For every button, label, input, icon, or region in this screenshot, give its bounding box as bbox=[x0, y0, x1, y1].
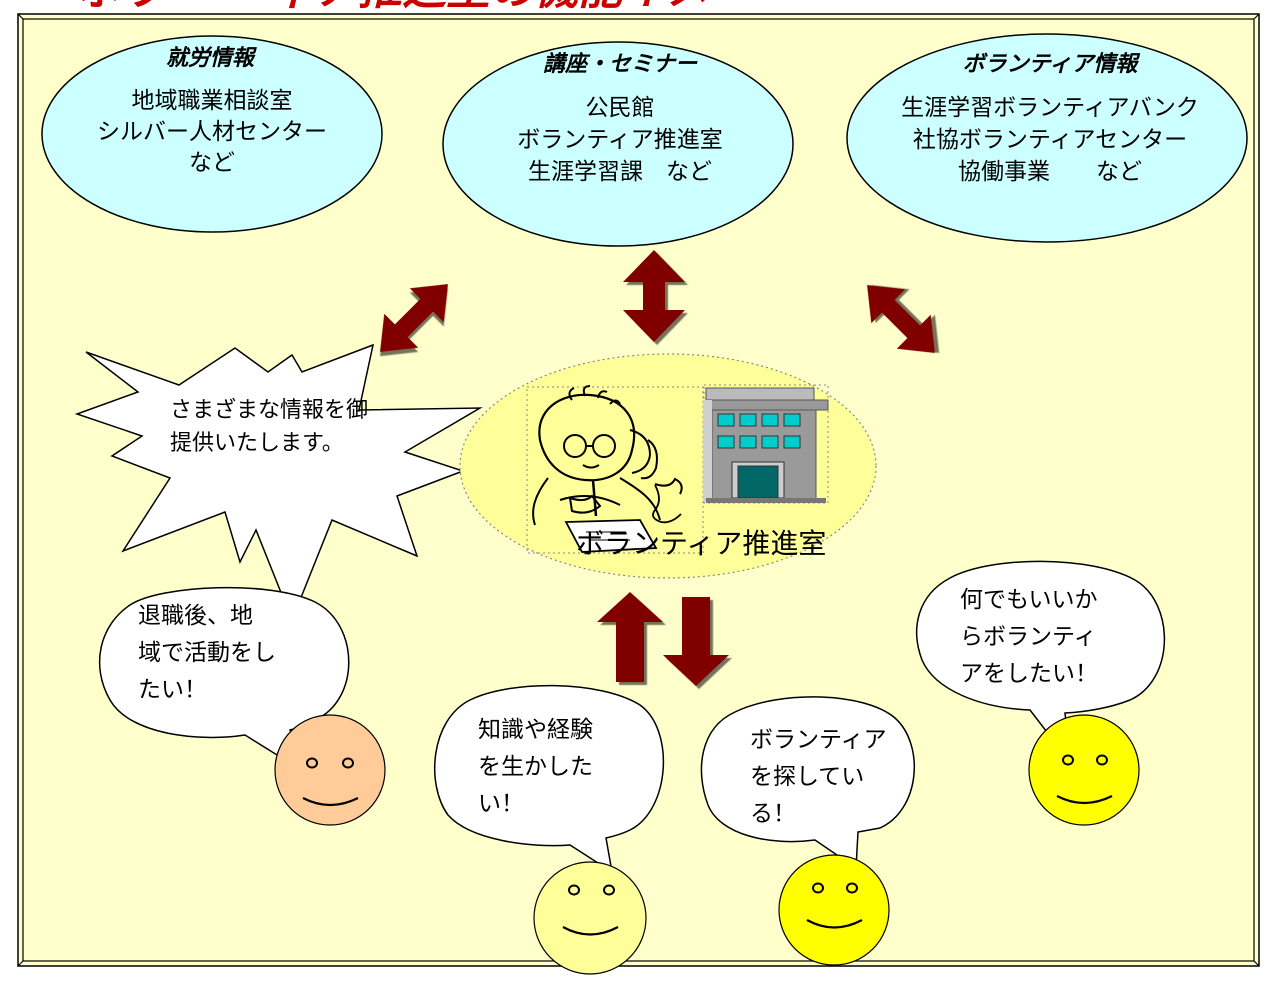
employment-info-text: 地域職業相談室 シルバー人材センター など bbox=[97, 88, 327, 176]
arrow-employment-center bbox=[380, 284, 448, 352]
smiley-face-orange bbox=[274, 714, 386, 826]
volunteer-info-text: 生涯学習ボランティアバンク 社協ボランティアセンター 協働事業 など bbox=[901, 95, 1199, 185]
svg-text:ボラ: ボラ bbox=[78, 0, 166, 15]
speech-text-3: ボランティア を探してい る！ bbox=[750, 727, 887, 827]
speech-bubble-4 bbox=[915, 560, 1166, 765]
page-title-fragment: ィア推進室の機能イメ bbox=[270, 0, 711, 15]
starburst-text: さまざまな情報を御 提供いたします。 bbox=[170, 398, 369, 456]
lecture-seminar-ellipse bbox=[442, 41, 794, 247]
smiley-face-yellow-2 bbox=[1028, 714, 1140, 826]
smiley-face-pale-yellow bbox=[533, 861, 647, 975]
center-label: ボランティア推進室 bbox=[576, 527, 827, 560]
speech-text-2: 知識や経験 を生かした い！ bbox=[478, 717, 593, 817]
volunteer-info-ellipse bbox=[846, 33, 1248, 243]
lecture-seminar-text: 公民館 ボランティア推進室 生涯学習課 など bbox=[517, 95, 723, 185]
info-starburst bbox=[74, 343, 483, 623]
speech-text-4: 何でもいいか らボランティ アをしたい！ bbox=[960, 587, 1098, 687]
speech-bubble-3 bbox=[700, 696, 915, 870]
arrow-seminar-center bbox=[623, 250, 685, 342]
speech-bubble-2 bbox=[433, 684, 665, 874]
speech-text-1: 退職後、地 域で活動をし たい！ bbox=[138, 603, 276, 703]
arrow-down bbox=[663, 597, 729, 686]
arrow-up bbox=[597, 592, 663, 682]
employment-info-ellipse bbox=[41, 35, 383, 233]
office-building-illustration bbox=[703, 384, 829, 504]
lecture-seminar-title: 講座・セミナー bbox=[542, 52, 697, 77]
arrow-volunteer-center bbox=[867, 285, 935, 353]
volunteer-info-title: ボランティア情報 bbox=[962, 52, 1138, 77]
smiley-face-yellow-1 bbox=[778, 854, 890, 966]
staff-at-desk-illustration bbox=[526, 385, 704, 554]
employment-info-title: 就労情報 bbox=[165, 46, 254, 71]
